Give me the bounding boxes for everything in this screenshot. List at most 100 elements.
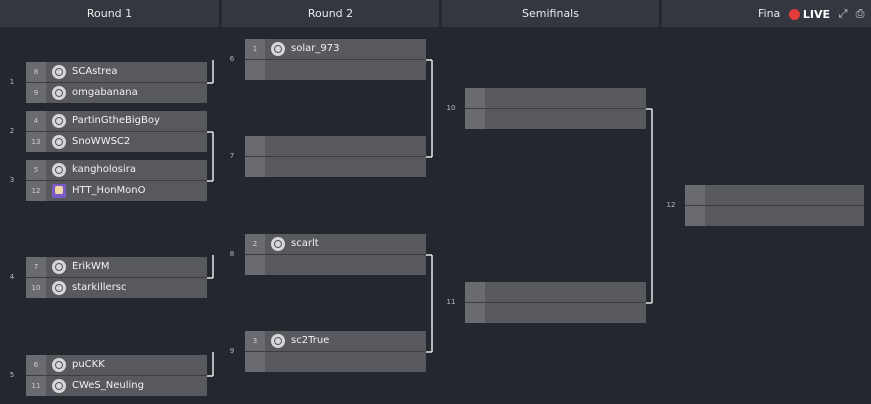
match-slot[interactable]: 3 sc2True	[245, 331, 426, 352]
seed-number: 13	[26, 132, 46, 152]
match-number: 9	[229, 347, 235, 355]
player-name[interactable]: scarlt	[291, 238, 319, 249]
team-logo-icon	[52, 114, 66, 128]
match-slot[interactable]	[245, 255, 426, 275]
match-slot[interactable]	[685, 206, 864, 226]
live-indicator[interactable]: LIVE	[784, 7, 830, 21]
team-logo-icon	[271, 237, 285, 251]
match-number: 6	[229, 55, 235, 63]
match-slot[interactable]	[465, 88, 646, 109]
player-name[interactable]: solar_973	[291, 43, 340, 54]
seed-number	[245, 352, 265, 372]
match-slot[interactable]	[245, 136, 426, 157]
team-logo-icon	[52, 135, 66, 149]
team-logo-icon	[52, 281, 66, 295]
seed-number: 9	[26, 83, 46, 103]
match-number: 10	[446, 104, 456, 112]
match-11[interactable]	[465, 282, 646, 324]
team-logo-icon	[52, 358, 66, 372]
match-number: 7	[229, 152, 235, 160]
print-icon[interactable]: ⎙	[855, 7, 865, 20]
match-slot[interactable]: 7 ErikWM	[26, 257, 207, 278]
team-logo-icon	[52, 163, 66, 177]
match-slot[interactable]: 2 scarlt	[245, 234, 426, 255]
seed-number	[465, 282, 485, 302]
live-dot-icon	[788, 8, 800, 20]
match-2[interactable]: 4 PartinGtheBigBoy 13 SnoWWSC2	[26, 111, 207, 153]
match-number: 4	[9, 273, 15, 281]
seed-number	[245, 157, 265, 177]
seed-number: 7	[26, 257, 46, 277]
seed-number: 6	[26, 355, 46, 375]
round-1-header: Round 1	[0, 0, 219, 27]
team-logo-icon	[271, 334, 285, 348]
match-number: 8	[229, 250, 235, 258]
match-slot[interactable]: 9 omgabanana	[26, 83, 207, 103]
match-number: 3	[9, 176, 15, 184]
seed-number: 11	[26, 376, 46, 396]
seed-number	[465, 88, 485, 108]
player-name[interactable]: kangholosira	[72, 164, 137, 175]
match-7[interactable]	[245, 136, 426, 178]
match-9[interactable]: 3 sc2True	[245, 331, 426, 373]
match-slot[interactable]	[245, 60, 426, 80]
match-slot[interactable]	[465, 282, 646, 303]
seed-number: 2	[245, 234, 265, 254]
player-name[interactable]: ErikWM	[72, 261, 110, 272]
player-name[interactable]: HTT_HonMonO	[72, 185, 146, 196]
player-name[interactable]: PartinGtheBigBoy	[72, 115, 160, 126]
player-name[interactable]: SnoWWSC2	[72, 136, 131, 147]
player-name[interactable]: puCKK	[72, 359, 105, 370]
semifinals-header: Semifinals	[442, 0, 659, 27]
seed-number	[465, 109, 485, 129]
seed-number	[245, 60, 265, 80]
match-3[interactable]: 5 kangholosira 12 HTT_HonMonO	[26, 160, 207, 202]
player-name[interactable]: omgabanana	[72, 87, 138, 98]
match-10[interactable]	[465, 88, 646, 130]
match-slot[interactable]: 1 solar_973	[245, 39, 426, 60]
match-slot[interactable]: 13 SnoWWSC2	[26, 132, 207, 152]
match-5[interactable]: 6 puCKK 11 CWeS_Neuling	[26, 355, 207, 397]
team-logo-icon	[52, 260, 66, 274]
match-number: 5	[9, 371, 15, 379]
match-slot[interactable]	[465, 303, 646, 323]
match-slot[interactable]: 4 PartinGtheBigBoy	[26, 111, 207, 132]
seed-number: 3	[245, 331, 265, 351]
team-logo-icon	[52, 86, 66, 100]
match-12[interactable]	[685, 185, 864, 227]
round-2-header: Round 2	[222, 0, 439, 27]
seed-number	[685, 206, 705, 226]
team-logo-icon	[271, 42, 285, 56]
seed-number: 12	[26, 181, 46, 201]
match-slot[interactable]: 12 HTT_HonMonO	[26, 181, 207, 201]
match-number: 2	[9, 127, 15, 135]
match-slot[interactable]: 11 CWeS_Neuling	[26, 376, 207, 396]
team-logo-icon	[52, 379, 66, 393]
match-slot[interactable]: 5 kangholosira	[26, 160, 207, 181]
match-number: 1	[9, 78, 15, 86]
seed-number: 4	[26, 111, 46, 131]
match-slot[interactable]	[245, 352, 426, 372]
player-name[interactable]: sc2True	[291, 335, 330, 346]
player-name[interactable]: SCAstrea	[72, 66, 118, 77]
fullscreen-icon[interactable]: ⤢	[838, 7, 848, 20]
seed-number	[685, 185, 705, 205]
finals-header: Fina	[662, 0, 871, 27]
player-avatar-icon	[52, 184, 66, 198]
seed-number	[245, 255, 265, 275]
match-slot[interactable]: 6 puCKK	[26, 355, 207, 376]
player-name[interactable]: starkillersc	[72, 282, 127, 293]
seed-number: 1	[245, 39, 265, 59]
team-logo-icon	[52, 65, 66, 79]
match-slot[interactable]	[465, 109, 646, 129]
seed-number: 5	[26, 160, 46, 180]
match-slot[interactable]	[245, 157, 426, 177]
player-name[interactable]: CWeS_Neuling	[72, 380, 144, 391]
match-8[interactable]: 2 scarlt	[245, 234, 426, 276]
match-slot[interactable]	[685, 185, 864, 206]
match-6[interactable]: 1 solar_973	[245, 39, 426, 81]
